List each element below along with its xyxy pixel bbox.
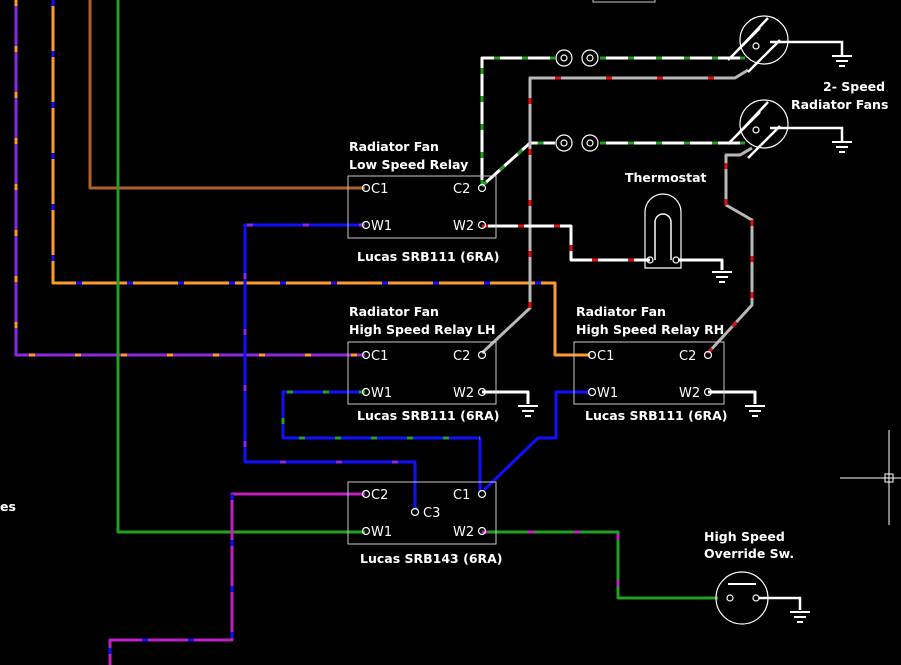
wire-grey-red-lh bbox=[480, 68, 749, 355]
rh-relay-part: Lucas SRB111 (6RA) bbox=[585, 408, 728, 423]
rh-relay-pin-w1: W1 bbox=[597, 386, 618, 401]
override-label-2: Override Sw. bbox=[704, 546, 794, 561]
thermostat-label: Thermostat bbox=[625, 170, 707, 185]
wire-grey-red-rh bbox=[706, 146, 754, 355]
inline-connectors bbox=[555, 49, 599, 152]
wire-green-w2-override bbox=[482, 530, 718, 600]
wire-white-red-thermostat bbox=[482, 224, 724, 270]
wire-brown bbox=[88, 0, 365, 190]
top-box bbox=[592, 0, 656, 3]
fan-motor-bottom bbox=[727, 99, 844, 159]
ground-icon bbox=[832, 141, 852, 153]
pin-terminals bbox=[361, 183, 713, 536]
rh-relay-pin-c2: C2 bbox=[679, 349, 696, 364]
lh-relay-pin-w1: W1 bbox=[371, 386, 392, 401]
rh-relay-pin-w2: W2 bbox=[679, 386, 700, 401]
low-speed-relay-box bbox=[347, 175, 497, 239]
low-relay-part: Lucas SRB111 (6RA) bbox=[357, 249, 500, 264]
ground-icon bbox=[518, 405, 538, 417]
fans-label-1: 2- Speed bbox=[823, 79, 885, 94]
high-speed-relay-lh-box bbox=[347, 341, 497, 405]
thermostat-symbol bbox=[644, 193, 682, 269]
ground-icon bbox=[712, 271, 732, 283]
wire-rh-w2-ground bbox=[708, 390, 757, 404]
lh-relay-title-1: Radiator Fan bbox=[349, 304, 439, 319]
high-speed-relay-rh-box bbox=[573, 341, 725, 405]
ground-icon bbox=[832, 55, 852, 67]
ground-icon bbox=[745, 405, 765, 417]
rh-relay-title-2: High Speed Relay RH bbox=[576, 322, 724, 337]
low-relay-title-1: Radiator Fan bbox=[349, 139, 439, 154]
srb143-pin-c2: C2 bbox=[371, 488, 388, 503]
lh-relay-title-2: High Speed Relay LH bbox=[349, 322, 496, 337]
srb143-pin-w2: W2 bbox=[453, 525, 474, 540]
lh-relay-part: Lucas SRB111 (6RA) bbox=[357, 408, 500, 423]
crosshair-cursor-icon bbox=[840, 430, 901, 525]
wire-blue-green-loop bbox=[281, 390, 590, 492]
override-switch bbox=[715, 571, 802, 625]
fan-motor-top bbox=[727, 15, 844, 73]
low-relay-pin-w2: W2 bbox=[453, 219, 474, 234]
low-relay-title-2: Low Speed Relay bbox=[349, 157, 468, 172]
fans-label-2: Radiator Fans bbox=[791, 97, 888, 112]
srb143-pin-w1: W1 bbox=[371, 525, 392, 540]
wire-magenta-blue bbox=[108, 492, 365, 665]
lh-relay-pin-c2: C2 bbox=[453, 349, 470, 364]
wire-green bbox=[116, 0, 365, 534]
ground-icon bbox=[790, 611, 810, 623]
lh-relay-pin-w2: W2 bbox=[453, 386, 474, 401]
low-relay-pin-c2: C2 bbox=[453, 182, 470, 197]
edge-text: es bbox=[0, 499, 16, 514]
wire-lh-w2-ground bbox=[482, 390, 530, 404]
srb143-relay-box bbox=[347, 481, 497, 545]
srb143-pin-c1: C1 bbox=[453, 488, 470, 503]
wire-purple bbox=[14, 0, 365, 357]
srb143-part: Lucas SRB143 (6RA) bbox=[360, 551, 503, 566]
wire-blue-purple-w1 bbox=[243, 223, 417, 510]
wire-orange-blue bbox=[51, 0, 590, 357]
lh-relay-pin-c1: C1 bbox=[371, 349, 388, 364]
rh-relay-title-1: Radiator Fan bbox=[576, 304, 666, 319]
low-relay-pin-c1: C1 bbox=[371, 182, 388, 197]
override-label-1: High Speed bbox=[704, 529, 785, 544]
srb143-pin-c3: C3 bbox=[423, 506, 440, 521]
rh-relay-pin-c1: C1 bbox=[597, 349, 614, 364]
wire-white-green-top bbox=[480, 56, 745, 186]
low-relay-pin-w1: W1 bbox=[371, 219, 392, 234]
